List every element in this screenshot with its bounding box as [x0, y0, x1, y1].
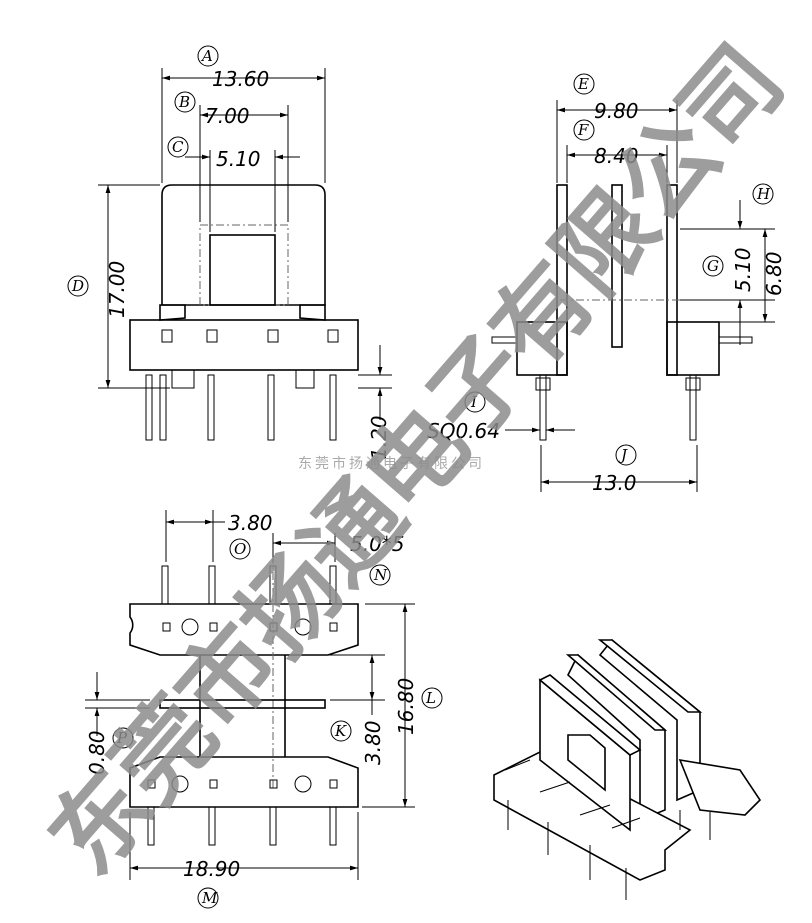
dim-l-value: 16.80: [394, 678, 418, 735]
watermark-small: 东莞市扬通电子有限公司: [298, 455, 485, 472]
dim-d-value: 17.00: [105, 261, 129, 318]
dim-i-label: I: [470, 393, 478, 411]
dim-h-value: 6.80: [762, 251, 786, 296]
dim-l-label: L: [425, 689, 436, 707]
dim-e-value: 9.80: [594, 99, 639, 123]
dim-p-value: 0.80: [85, 730, 109, 775]
front-view: 13.60 A 7.00 B 5.10 C 17.00 D 1.20: [67, 45, 392, 460]
dim-m-value: 18.90: [183, 857, 240, 881]
side-view: 9.80 E 8.40 F 5.10 6.80 H G SQ0.64 I 13.…: [427, 73, 786, 495]
dim-n-label: N: [373, 566, 388, 584]
dim-p-label: P: [116, 729, 128, 747]
isometric-view: [493, 638, 762, 900]
dim-a-value: 13.60: [212, 67, 269, 91]
dim-k-value: 3.80: [361, 720, 385, 765]
dim-g-label: G: [707, 257, 719, 275]
dim-c-value: 5.10: [216, 147, 261, 171]
dim-j-value: 13.0: [592, 471, 637, 495]
dim-d-label: D: [71, 277, 84, 295]
dim-b-value: 7.00: [205, 104, 250, 128]
dim-a-label: A: [200, 47, 213, 65]
dim-g-value: 5.10: [731, 247, 755, 292]
dim-j-label: J: [618, 446, 628, 464]
pins: [145, 374, 337, 441]
dim-c-label: C: [172, 138, 184, 156]
dim-h-label: H: [756, 185, 771, 203]
dim-f-value: 8.40: [594, 144, 639, 168]
bottom-view: 3.80 O 5.0*5 N 16.80 L 3.80 K 0.80 P: [85, 510, 443, 909]
dim-i-value: SQ0.64: [427, 419, 500, 443]
dim-f-label: F: [577, 121, 589, 139]
dim-n-value: 5.0*5: [350, 532, 405, 556]
dim-o-value: 3.80: [228, 511, 273, 535]
dim-m-label: M: [201, 889, 218, 907]
dim-k-label: K: [334, 722, 347, 740]
dim-e-label: E: [577, 75, 589, 93]
dim-pin-length-value: 1.20: [367, 415, 391, 460]
dim-b-label: B: [178, 93, 190, 111]
dim-o-label: O: [234, 540, 246, 558]
